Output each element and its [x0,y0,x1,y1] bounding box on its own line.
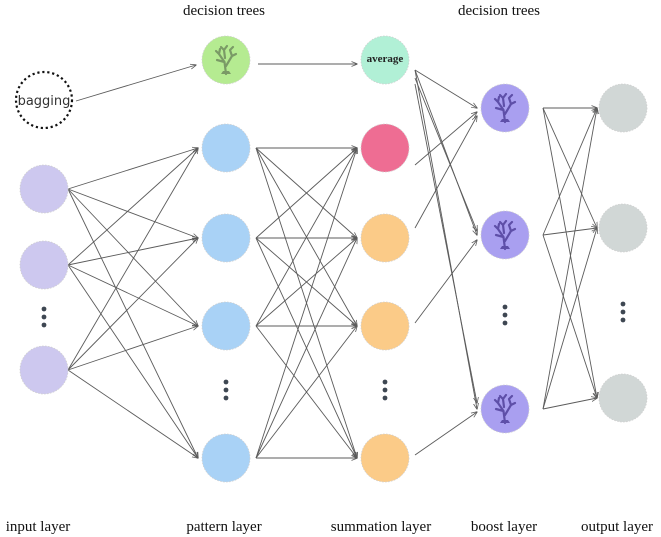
decision-trees-label-left: decision trees [183,3,265,19]
edge-boost-0-out-2 [542,107,597,398]
summation-layer-label: summation layer [331,519,431,535]
edge-sum-0-boost-0 [414,112,477,166]
edge-pattern-2-sum-0 [255,148,357,327]
edge-sum-1-boost-0 [414,116,477,229]
pattern-layer-label: pattern layer [186,519,261,535]
output-node-1 [598,203,648,253]
average-node [360,35,410,85]
average-label: average [367,53,404,65]
bagging-label: bagging [18,94,71,109]
edge-input-1-pattern-0 [67,148,198,266]
edge-sum-3-boost-2 [414,412,477,456]
edge-input-0-pattern-2 [67,188,198,326]
summation-node-3 [360,433,410,483]
boost-ellipsis-icon [502,304,508,326]
edge-input-2-pattern-2 [67,326,198,371]
boost-node-2 [480,384,530,434]
pattern-node-2 [201,301,251,351]
summation-node-0 [360,123,410,173]
edge-input-2-pattern-1 [67,238,198,371]
pattern-node-1 [201,213,251,263]
boost-node-1 [480,210,530,260]
edge-input-0-pattern-1 [67,188,198,238]
edge-pattern-3-sum-0 [255,148,357,459]
edge-boost-2-out-0 [542,108,597,410]
network-nodes [19,35,648,483]
boost-layer-label: boost layer [471,519,537,535]
input-layer-label: input layer [6,519,71,535]
edge-pattern-2-sum-1 [255,238,357,327]
edge-boost-1-out-0 [542,108,597,236]
edge-boost-2-out-2 [542,398,597,410]
input-ellipsis-icon [41,306,47,328]
edge-boost-1-out-2 [542,234,597,398]
edge-input-1-pattern-3 [67,264,198,458]
pattern-node-3 [201,433,251,483]
input-node-0 [19,164,69,214]
output-node-2 [598,373,648,423]
top-tree-node [201,35,251,85]
edge-input-0-pattern-0 [67,148,198,190]
edge-boost-0-out-1 [542,107,597,228]
input-node-1 [19,240,69,290]
edge-average-boost-1b [414,77,477,231]
edge-boost-1-out-1 [542,228,597,236]
edge-average-boost-0 [414,69,477,108]
decision-trees-label-right: decision trees [458,3,540,19]
summation-ellipsis-icon [382,379,388,401]
edge-input-2-pattern-3 [67,369,198,458]
edge-bagging-tree [75,65,196,102]
edge-input-1-pattern-1 [67,238,198,266]
output-layer-label: output layer [581,519,653,535]
edge-pattern-3-sum-2 [255,326,357,459]
edge-input-2-pattern-0 [67,148,198,371]
edge-average-boost-2b [414,83,477,403]
summation-node-1 [360,213,410,263]
boost-node-0 [480,83,530,133]
edge-input-1-pattern-2 [67,264,198,326]
input-node-2 [19,345,69,395]
connection-edges [67,64,597,459]
summation-node-2 [360,301,410,351]
pattern-node-0 [201,123,251,173]
bagging-node [14,70,74,130]
edge-input-0-pattern-3 [67,188,198,458]
output-node-0 [598,83,648,133]
pattern-ellipsis-icon [223,379,229,401]
edge-sum-2-boost-1 [414,240,477,324]
edge-average-boost-2 [414,69,477,409]
edge-average-boost-1 [414,69,477,235]
output-ellipsis-icon [620,301,626,323]
edge-pattern-1-sum-0 [255,148,357,239]
edge-pattern-3-sum-1 [255,238,357,459]
edge-boost-2-out-1 [542,228,597,410]
